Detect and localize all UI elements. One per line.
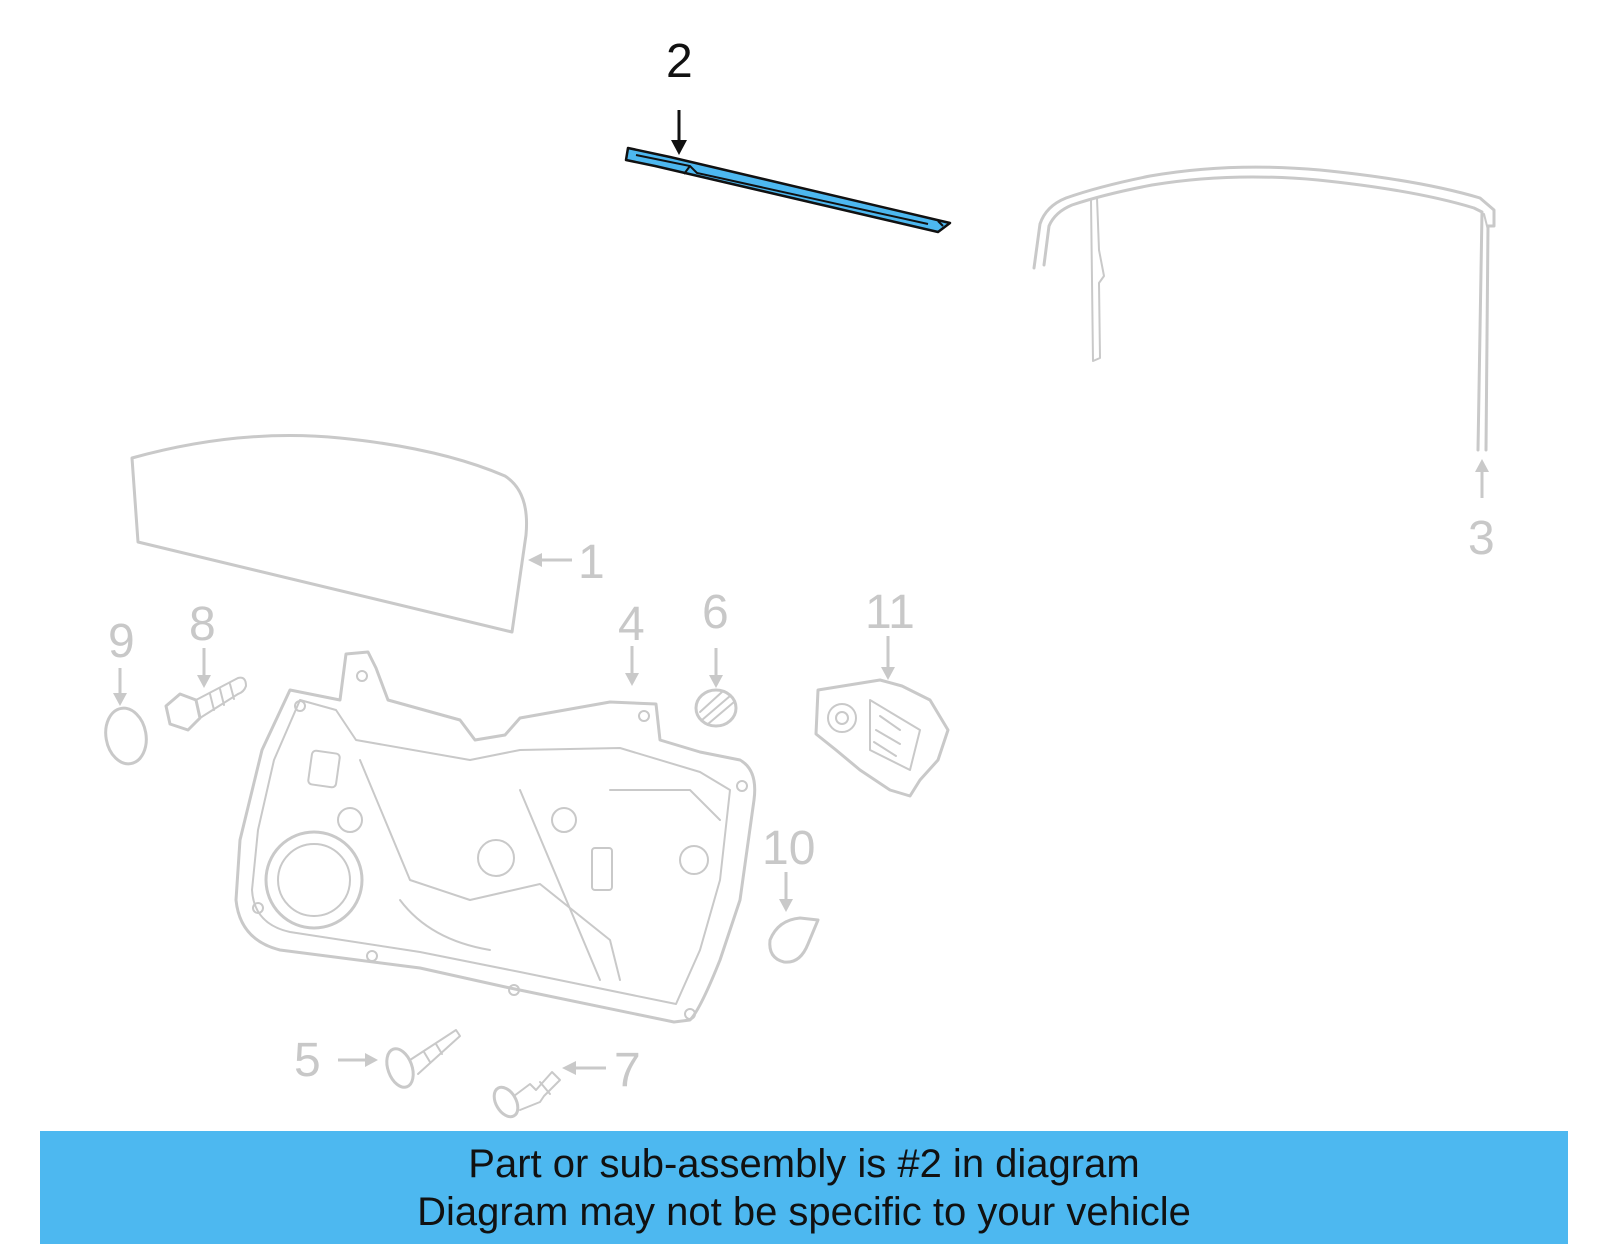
callout-10: 10 <box>762 822 815 875</box>
callout-arrow-8 <box>197 648 211 688</box>
callout-arrow-11 <box>881 636 895 680</box>
banner-line-1: Part or sub-assembly is #2 in diagram <box>468 1141 1140 1186</box>
callout-9: 9 <box>108 615 135 668</box>
callout-arrow-6 <box>709 648 723 688</box>
part-8-bolt <box>164 676 247 732</box>
callout-arrow-1 <box>528 553 572 567</box>
callout-arrow-3 <box>1475 459 1489 498</box>
callout-5: 5 <box>294 1034 321 1087</box>
callout-arrow-10 <box>779 872 793 912</box>
callout-2: 2 <box>666 35 693 88</box>
callout-7: 7 <box>614 1044 641 1097</box>
part-1-door-glass <box>130 434 529 634</box>
callout-8: 8 <box>189 598 216 651</box>
part-3-door-frame-seal <box>1032 165 1496 452</box>
part-2-weatherstrip[interactable] <box>624 146 952 234</box>
part-10-cap <box>768 916 820 964</box>
info-banner: Part or sub-assembly is #2 in diagram Di… <box>40 1131 1568 1244</box>
callout-6: 6 <box>702 586 729 639</box>
part-9-o-ring <box>104 706 148 766</box>
callout-arrow-7 <box>562 1061 606 1075</box>
part-6-plug <box>694 688 738 728</box>
callout-4: 4 <box>618 598 645 651</box>
callout-3: 3 <box>1468 512 1495 565</box>
callout-arrow-2 <box>671 110 687 155</box>
part-7-clip <box>492 1071 561 1119</box>
part-4-regulator-panel <box>234 650 757 1024</box>
callout-arrow-5 <box>338 1053 378 1067</box>
callout-1: 1 <box>578 536 605 589</box>
callout-11: 11 <box>865 586 915 639</box>
part-11-window-motor <box>814 678 950 798</box>
banner-line-2: Diagram may not be specific to your vehi… <box>417 1189 1191 1234</box>
callout-arrow-4 <box>625 646 639 686</box>
part-5-push-pin <box>385 1029 461 1089</box>
callout-arrow-9 <box>113 668 127 706</box>
